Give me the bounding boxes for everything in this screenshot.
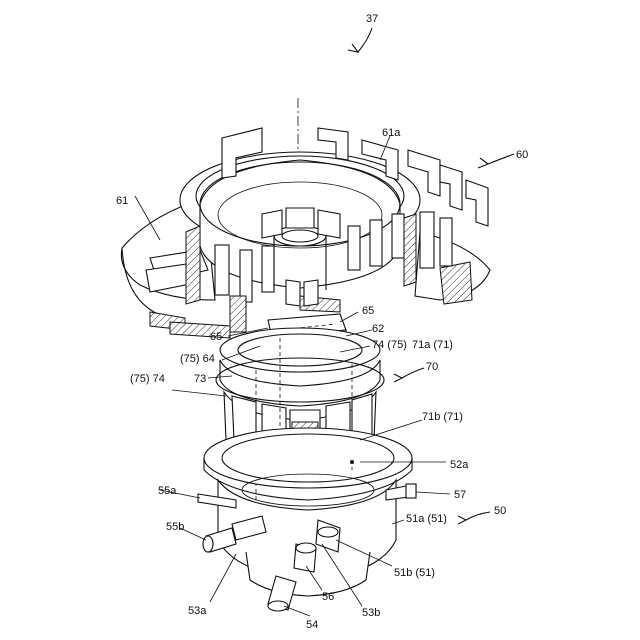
label-73: 73 (194, 373, 206, 385)
label-51b-51: 51b (51) (394, 567, 435, 579)
label-70: 70 (426, 361, 438, 373)
label-62: 62 (372, 323, 384, 335)
label-65-right: 65 (362, 305, 374, 317)
label-37: 37 (366, 13, 378, 25)
label-74-75: 74 (75) (372, 339, 407, 351)
label-57: 57 (454, 489, 466, 501)
label-55a: 55a (158, 485, 177, 497)
base-50 (198, 428, 416, 611)
label-75-74: (75) 74 (130, 373, 165, 385)
label-61: 61 (116, 195, 128, 207)
label-65-left: 65 (210, 331, 222, 343)
label-53a: 53a (188, 605, 207, 617)
label-52a: 52a (450, 459, 469, 471)
label-71b-71: 71b (71) (422, 411, 463, 423)
label-53b: 53b (362, 607, 380, 619)
label-56: 56 (322, 591, 334, 603)
label-60: 60 (516, 149, 528, 161)
label-55b: 55b (166, 521, 184, 533)
label-61a: 61a (382, 127, 401, 139)
cover-60 (121, 128, 490, 338)
label-54: 54 (306, 619, 318, 631)
label-71a-71: 71a (71) (412, 339, 453, 351)
label-50: 50 (494, 505, 506, 517)
label-51a-51: 51a (51) (406, 513, 447, 525)
label-75-64: (75) 64 (180, 353, 215, 365)
